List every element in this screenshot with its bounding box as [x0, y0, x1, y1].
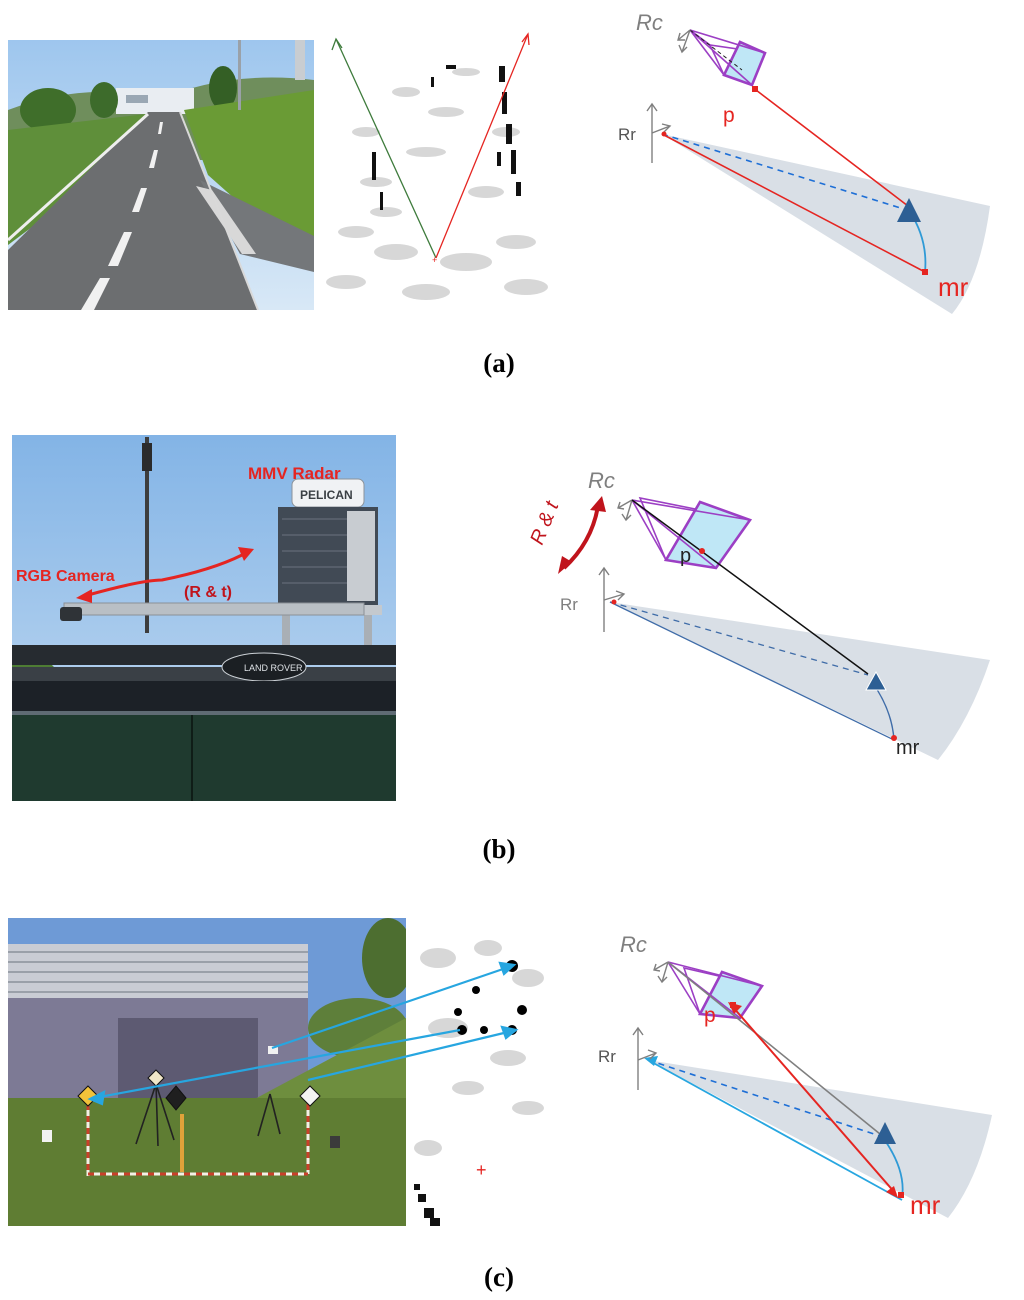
camera-frame-label-c: Rc: [620, 932, 647, 957]
camera-frame-label: Rc: [636, 10, 663, 35]
camera-frame-axes-icon: [677, 29, 691, 54]
radar-measure-label: mr: [938, 272, 969, 302]
panel-b-vehicle-photo: MMV Radar RGB Camera (R & t) PELICAN LAN…: [12, 435, 396, 801]
camera-frustum-c: [667, 961, 765, 1020]
camera-frustum-b: [631, 496, 753, 570]
svg-text:+: +: [476, 1160, 487, 1180]
caption-c: (c): [484, 1262, 514, 1292]
land-rover-logo-text: LAND ROVER: [244, 663, 303, 673]
panel-a-road-photo: [8, 40, 314, 310]
pixel-point-label-b: p: [680, 545, 691, 567]
target-triangle-icon-c: [874, 1122, 896, 1144]
pixel-point-label: p: [723, 104, 735, 127]
panel-a-radar-image: +: [316, 32, 559, 310]
pixel-point-label-c: p: [704, 1004, 716, 1027]
caption-a: (a): [483, 348, 515, 378]
radar-frame-axes-icon: [646, 102, 672, 163]
panel-c-target-photo: [8, 918, 406, 1226]
panel-c-geometry-diagram: Rc Rr p mr: [598, 932, 992, 1220]
rotation-translation-rot-label: R & t: [526, 497, 564, 548]
svg-text:+: +: [432, 255, 437, 265]
panel-b-geometry-diagram: R & t Rc Rr p mr: [526, 468, 990, 760]
radar-measure-label-c: mr: [910, 1190, 941, 1220]
camera-frame-label-b: Rc: [588, 468, 615, 493]
panel-a-geometry-diagram: Rc Rr p mr: [618, 10, 990, 314]
radar-frame-label: Rr: [618, 125, 636, 144]
rgb-camera-label: RGB Camera: [16, 568, 115, 585]
mmv-radar-label: MMV Radar: [248, 464, 341, 483]
rotation-translation-label: (R & t): [184, 584, 232, 601]
radar-fov-wedge: [662, 134, 990, 314]
target-triangle-icon-b: [865, 670, 887, 691]
radar-frame-label-b: Rr: [560, 595, 578, 614]
caption-b: (b): [482, 834, 516, 864]
pelican-logo-text: PELICAN: [300, 488, 353, 502]
radar-frame-label-c: Rr: [598, 1047, 616, 1066]
target-triangle-icon: [897, 198, 921, 222]
panel-c-radar-image: +: [408, 918, 556, 1226]
radar-measure-label-b: mr: [896, 737, 920, 759]
camera-frustum: [689, 29, 767, 87]
correspondence-arrows: [87, 961, 519, 1106]
